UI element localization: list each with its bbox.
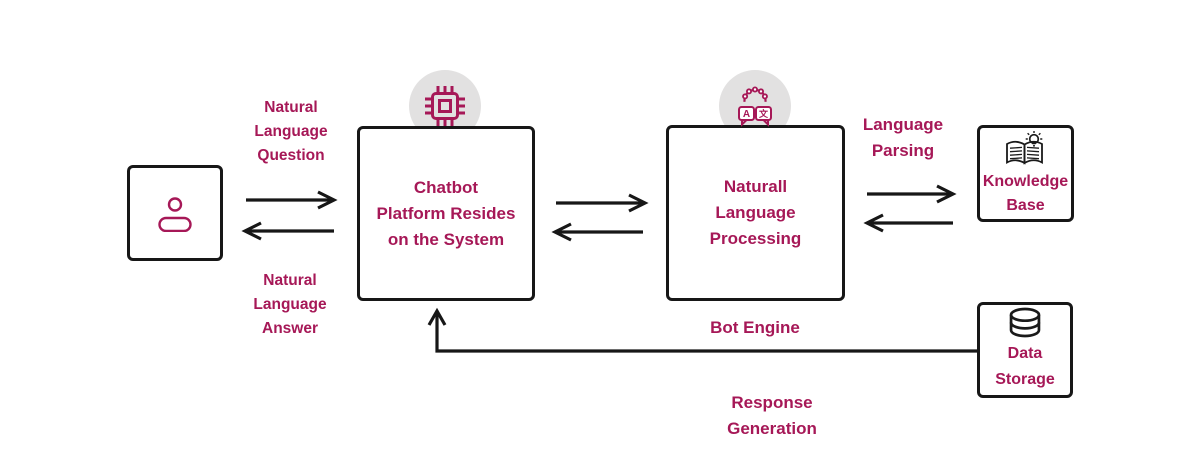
svg-text:A: A — [743, 109, 750, 120]
label-natural-language-answer: Natural Language Answer — [220, 269, 360, 341]
person-icon — [158, 197, 192, 232]
question-label-line3: Question — [257, 147, 325, 164]
language-translate-icon: A 文 — [738, 86, 772, 127]
chip-icon — [425, 86, 465, 126]
data-storage-label-line1: Data — [1007, 345, 1043, 362]
svg-text:文: 文 — [758, 108, 769, 119]
knowledge-base-node: Knowledge Base — [977, 125, 1074, 222]
nlp-node: Naturall Language Processing — [666, 125, 845, 301]
label-natural-language-question: Natural Language Question — [221, 96, 361, 168]
parsing-label-line2: Parsing — [871, 141, 935, 160]
label-bot-engine: Bot Engine — [675, 317, 835, 339]
arrow-nlp-to-chatbot — [551, 222, 643, 242]
chatbot-node-label-line2: Platform Resides — [376, 203, 516, 223]
question-label-line2: Language — [254, 123, 328, 140]
answer-label-line3: Answer — [262, 320, 318, 337]
data-storage-label-line2: Storage — [995, 371, 1055, 388]
user-node — [127, 165, 223, 261]
answer-label-line2: Language — [253, 296, 327, 313]
arrow-knowledge-base-to-nlp — [863, 213, 953, 233]
arrow-nlp-to-knowledge-base — [867, 184, 957, 204]
label-response-generation: Response Generation — [692, 390, 852, 442]
chatbot-platform-node: Chatbot Platform Resides on the System — [357, 126, 535, 301]
chatbot-node-label-line1: Chatbot — [413, 177, 479, 197]
response-label-line1: Response — [731, 393, 813, 412]
chatbot-node-label-line3: on the System — [387, 229, 505, 249]
nlp-node-label-line3: Processing — [709, 229, 802, 248]
nlp-node-label-line1: Naturall — [723, 177, 788, 196]
knowledge-base-label-line1: Knowledge — [982, 172, 1069, 190]
label-language-parsing: Language Parsing — [833, 112, 973, 164]
parsing-label-line1: Language — [862, 115, 944, 134]
response-label-line2: Generation — [727, 419, 817, 438]
knowledge-base-label-line2: Base — [1006, 196, 1045, 214]
bot-engine-label: Bot Engine — [710, 318, 800, 337]
open-book-bulb-icon — [1005, 130, 1043, 165]
data-storage-node: Data Storage — [977, 302, 1073, 398]
nlp-node-label-line2: Language — [715, 203, 796, 222]
arrow-answer — [241, 221, 334, 241]
arrow-question — [246, 190, 338, 210]
arrow-chatbot-to-nlp — [556, 193, 649, 213]
database-icon — [1009, 307, 1041, 338]
answer-label-line1: Natural — [263, 272, 317, 289]
question-label-line1: Natural — [264, 99, 318, 116]
